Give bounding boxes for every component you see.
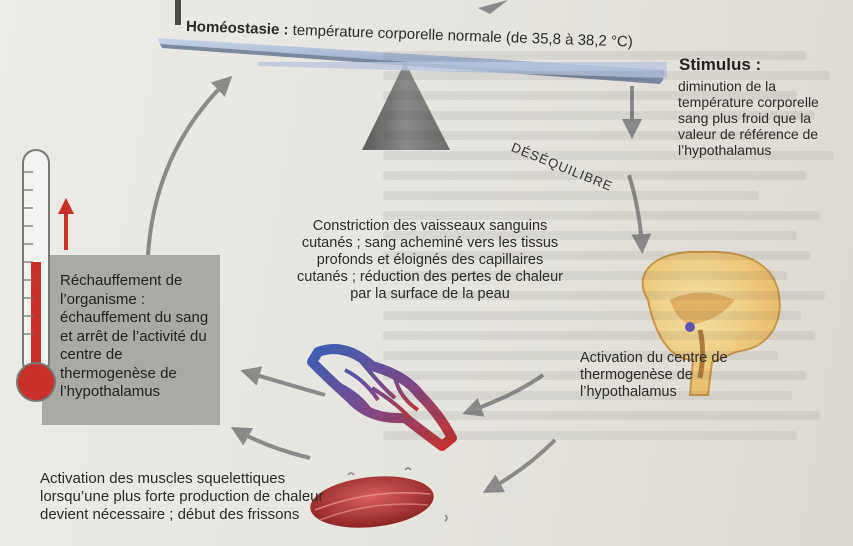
muscles-text: Activation des muscles squelettiques lor…: [40, 470, 324, 523]
arrow-muscle-to-warming: [230, 427, 311, 460]
brain-activation-text: Activation du centre de thermogenèse de …: [580, 350, 728, 400]
homeostasis-title: Homéostasie :: [185, 18, 289, 39]
brain-icon: [641, 250, 781, 396]
stimulus-title: Stimulus :: [679, 55, 762, 74]
arrow-to-vessels: [462, 373, 545, 417]
warming-box: [42, 255, 220, 425]
stimulus-text: diminution de la température corporelle …: [678, 78, 819, 158]
balance-fulcrum: [362, 62, 450, 150]
warming-text: Réchauffement de l’organisme : échauffem…: [60, 272, 209, 400]
up-arrow-icon: [58, 198, 74, 250]
top-marker: [175, 0, 181, 25]
arrow-to-brain: [627, 174, 652, 254]
vasoconstriction-text: Constriction des vaisseaux sanguins cuta…: [297, 218, 563, 302]
arrow-to-homeostasis: [146, 75, 233, 256]
background-page-text: [383, 40, 853, 520]
arrow-to-muscle: [482, 438, 557, 493]
disequilibrium-beam: [258, 62, 667, 78]
thermometer-icon: [16, 149, 56, 402]
top-arrow-tip: [478, 0, 508, 14]
arrow-vessels-to-warming: [240, 366, 326, 397]
blood-vessels-icon: [307, 344, 457, 451]
muscle-icon: [310, 467, 448, 528]
